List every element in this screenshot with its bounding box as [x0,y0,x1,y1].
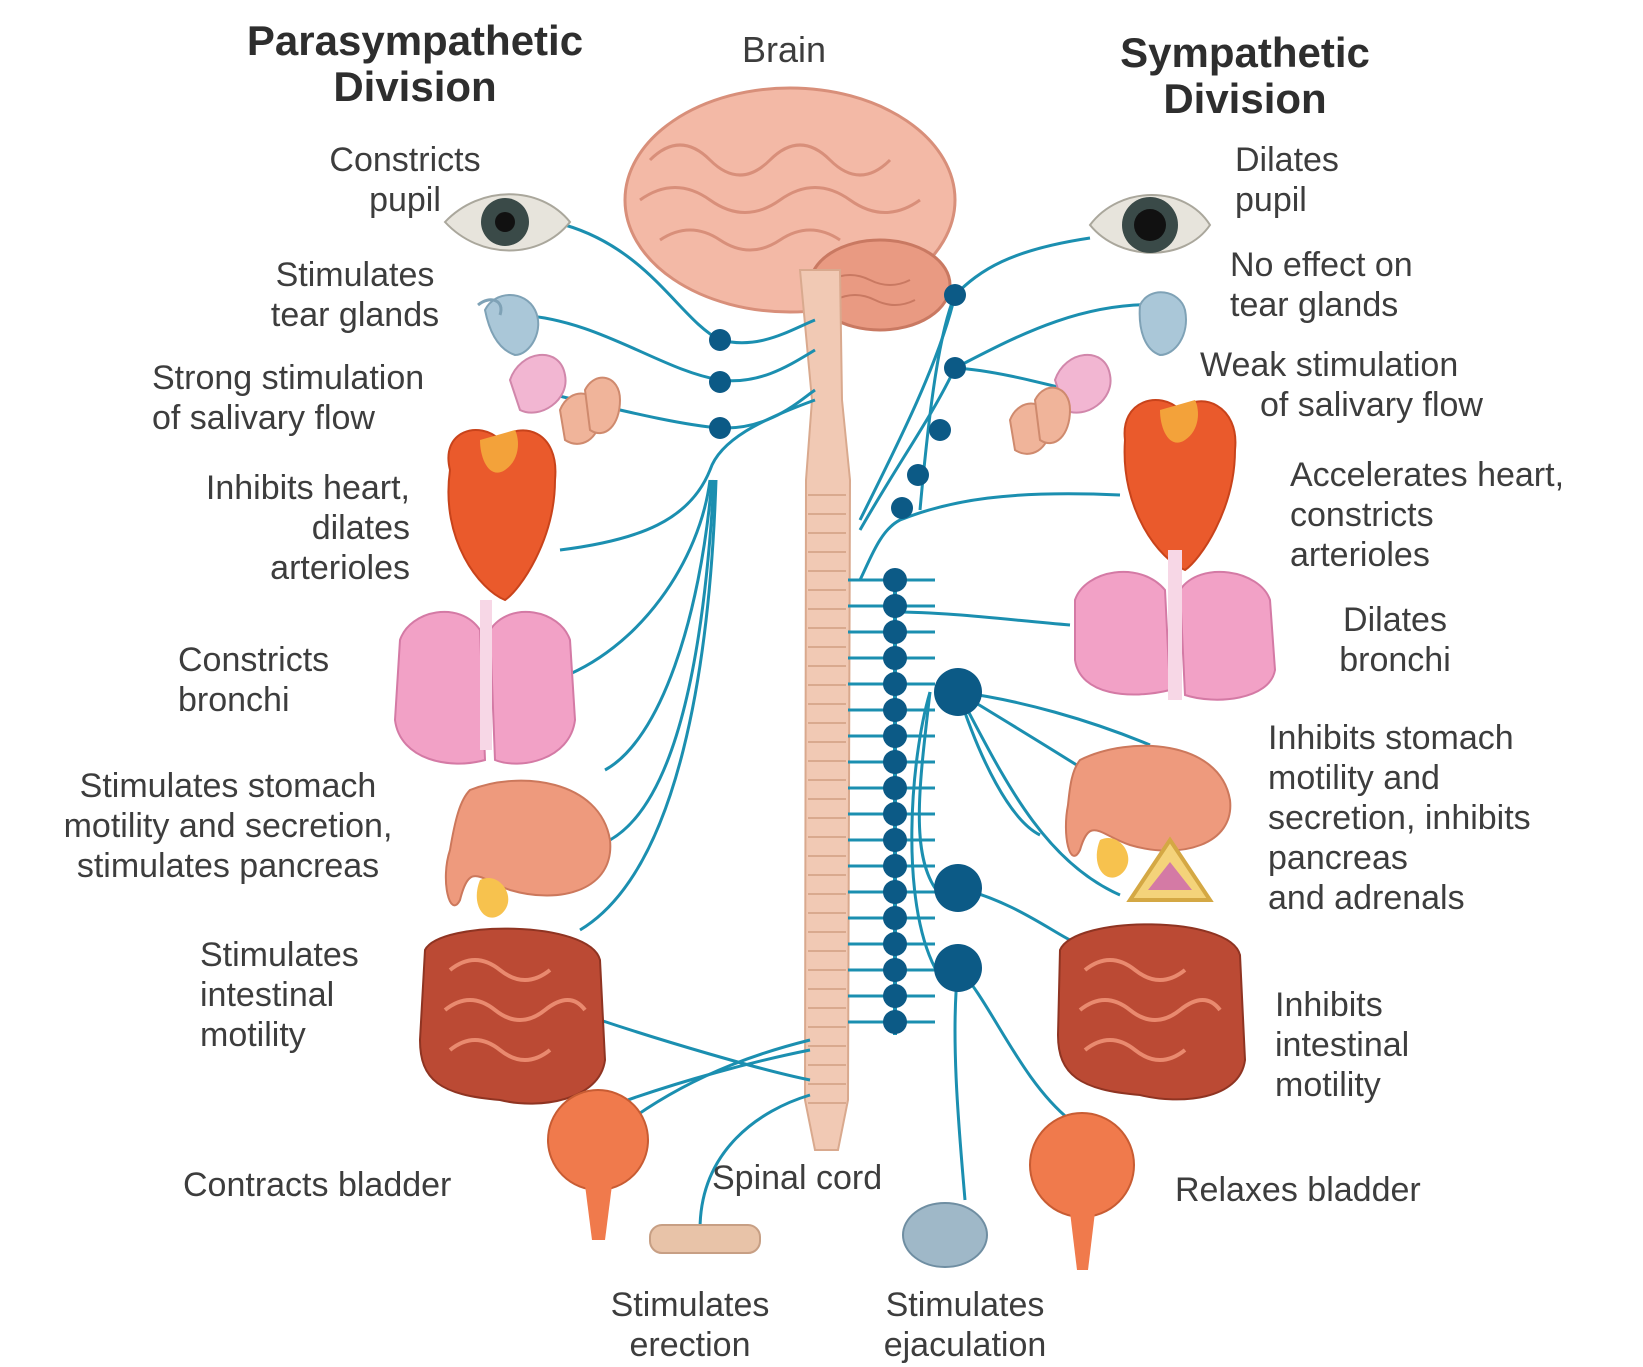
chain-ganglion [883,1010,907,1034]
chain-ganglion [883,880,907,904]
chain-ganglion [883,750,907,774]
chain-ganglion [883,932,907,956]
right-heart [1125,400,1236,570]
chain-ganglion [883,776,907,800]
chain-ganglion [883,724,907,748]
chain-ganglion [883,568,907,592]
chain-ganglion [883,854,907,878]
brain-label: Brain [742,30,826,70]
left-bladder [548,1090,648,1240]
sympathetic-ganglion-chain [848,568,935,1035]
chain-ganglion [883,984,907,1008]
right-eye [1090,195,1210,253]
left-intestine [420,929,605,1104]
chain-ganglion [883,828,907,852]
chain-ganglion [883,620,907,644]
parasympathetic-ganglia [709,329,731,439]
right-intestine [1058,924,1245,1099]
chain-ganglion [883,802,907,826]
symp-bladder-label: Relaxes bladder [1175,1170,1421,1210]
seminal-vesicle [903,1203,987,1267]
left-tear-gland [478,295,538,355]
para-bladder-label: Contracts bladder [183,1165,451,1205]
penis-organ [650,1225,760,1253]
left-heart [448,430,555,600]
left-stomach [446,781,610,918]
right-bladder [1030,1113,1134,1270]
left-lungs [395,600,575,764]
right-lungs [1075,550,1275,700]
right-salivary-glands [1010,355,1111,454]
spinal-cord-label: Spinal cord [712,1158,882,1198]
chain-ganglion [883,958,907,982]
chain-ganglion [883,594,907,618]
brain [625,88,955,330]
chain-ganglion [883,672,907,696]
chain-ganglion [883,698,907,722]
chain-ganglion [883,906,907,930]
chain-ganglion [883,646,907,670]
right-tear-gland [1140,292,1186,355]
right-stomach [1066,746,1230,878]
